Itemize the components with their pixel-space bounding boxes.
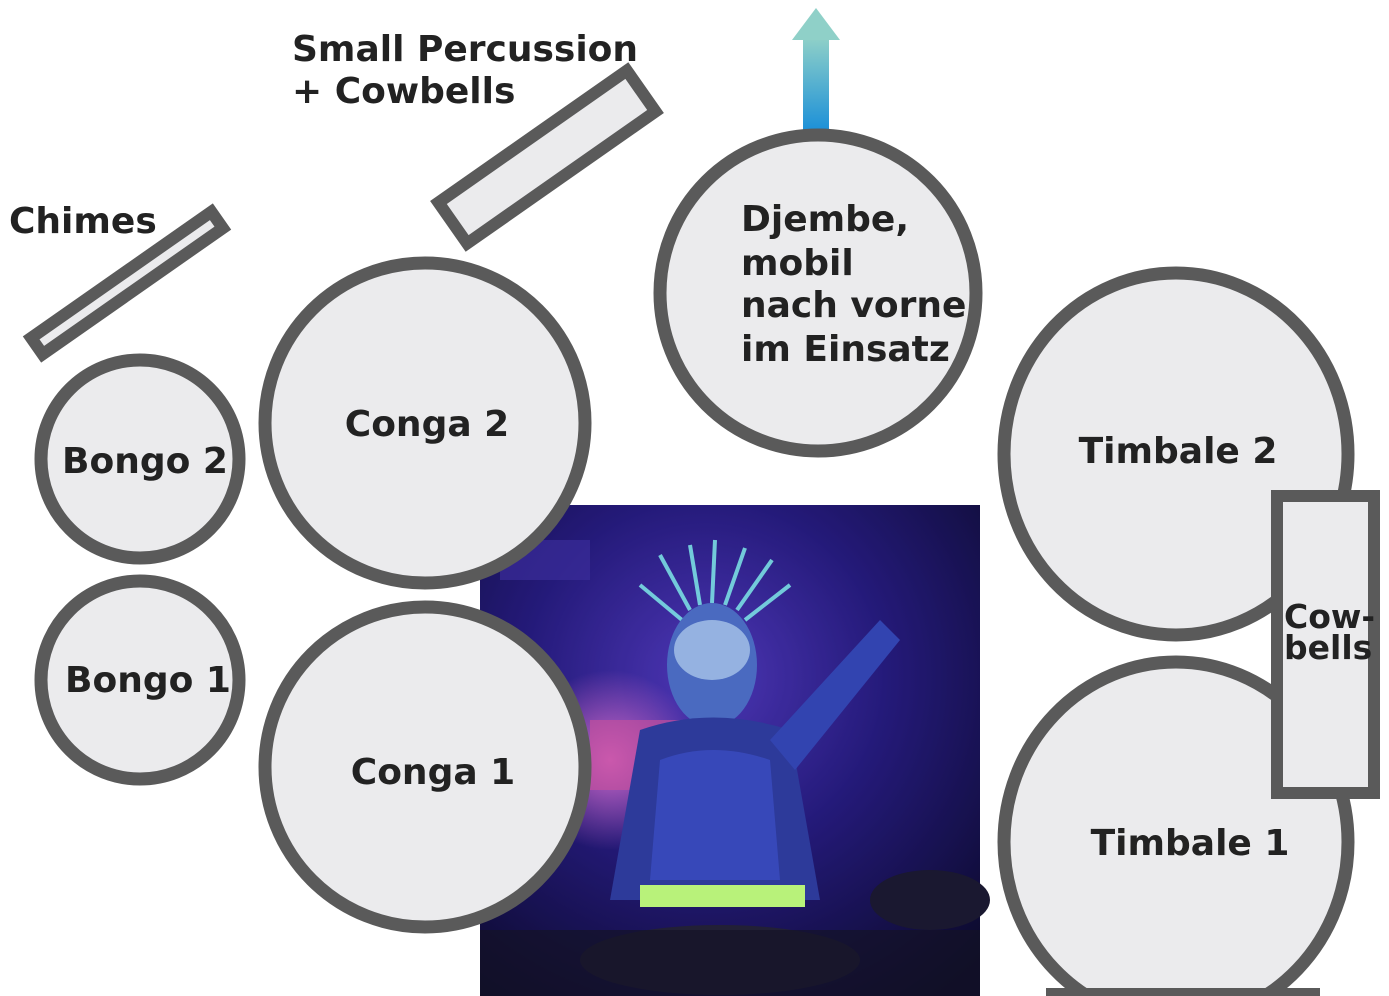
small-percussion-label: Small Percussion + Cowbells — [292, 29, 651, 112]
chimes-label: Chimes — [9, 201, 157, 242]
bongo-1-drum — [34, 574, 246, 786]
forward-arrow-icon — [792, 8, 840, 132]
conga-1-drum — [258, 600, 592, 934]
cowbells-line-2: bells — [1284, 628, 1372, 667]
conga-2-drum — [258, 256, 592, 590]
small-percussion-line-2: + Cowbells — [292, 71, 515, 112]
chimes-bar — [22, 203, 232, 363]
conga-1-label: Conga 1 — [351, 752, 515, 793]
small-percussion-rack — [430, 62, 664, 252]
conga-2-label: Conga 2 — [345, 404, 509, 445]
cowbells-label: Cow- bells — [1284, 597, 1387, 667]
bongo-2-drum — [34, 353, 246, 565]
djembe-line-2: mobil — [741, 243, 854, 284]
djembe-line-1: Djembe, — [741, 199, 909, 240]
bongo-1-label: Bongo 1 — [65, 660, 231, 701]
djembe-drum — [653, 128, 983, 458]
bongo-2-label: Bongo 2 — [62, 441, 228, 482]
djembe-label: Djembe, mobil nach vorne im Einsatz — [741, 199, 979, 370]
timbale-1-label: Timbale 1 — [1091, 823, 1290, 864]
cowbells-line-1: Cow- — [1284, 597, 1375, 636]
timbale-1-drum — [997, 655, 1355, 996]
cowbells-rack — [1271, 490, 1380, 799]
small-percussion-line-1: Small Percussion — [292, 29, 638, 70]
timbale-2-label: Timbale 2 — [1079, 431, 1278, 472]
djembe-line-3: nach vorne — [741, 285, 966, 326]
timbale-1-stand — [1046, 988, 1320, 996]
timbale-2-drum — [997, 266, 1355, 642]
djembe-line-4: im Einsatz — [741, 329, 950, 370]
